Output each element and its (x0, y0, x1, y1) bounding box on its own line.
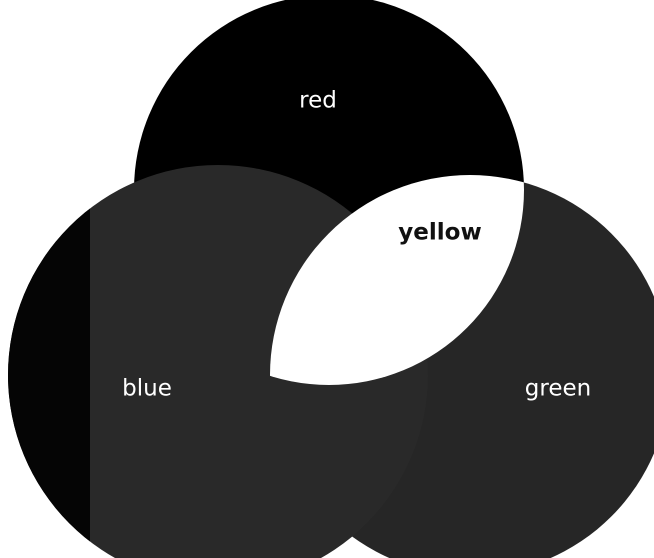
red-label: red (299, 88, 337, 114)
blue-label: blue (122, 376, 172, 402)
yellow-label: yellow (398, 220, 481, 246)
green-label: green (525, 376, 591, 402)
